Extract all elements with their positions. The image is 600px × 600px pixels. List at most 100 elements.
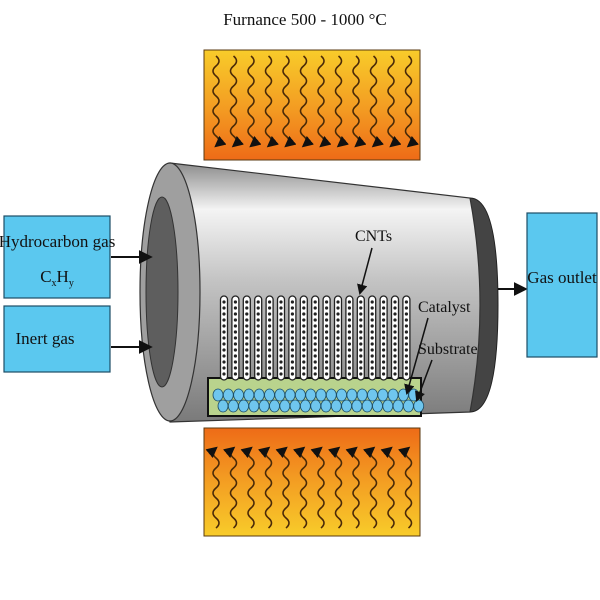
catalyst-particle <box>387 388 399 402</box>
cnt-dot <box>245 354 249 358</box>
catalyst-particle <box>294 388 306 402</box>
cnt-dot <box>382 300 386 304</box>
cnt-dot <box>268 318 272 322</box>
cnt-dot <box>268 348 272 352</box>
cnt-dot <box>268 324 272 328</box>
catalyst-particle <box>299 399 311 413</box>
cnt-dot <box>256 324 260 328</box>
cnt-dot <box>279 348 283 352</box>
heat-wave <box>398 446 413 529</box>
heat-wave <box>328 446 343 529</box>
cnt-dot <box>279 360 283 364</box>
cnt-dot <box>347 342 351 346</box>
catalyst-particle <box>315 388 327 402</box>
cnt-dot <box>313 330 317 334</box>
cnt-dot <box>404 330 408 334</box>
cnt-dot <box>404 342 408 346</box>
cnt-dot <box>370 312 374 316</box>
cnt-dot <box>370 354 374 358</box>
cnt-dot <box>233 372 237 376</box>
cnt-dot <box>325 306 329 310</box>
cnt-dot <box>256 312 260 316</box>
gas-outlet-label: Gas outlet <box>527 268 597 287</box>
cnt-dot <box>336 306 340 310</box>
cnt-dot <box>268 312 272 316</box>
heat-wave <box>369 55 384 148</box>
cnt-dot <box>336 330 340 334</box>
cnt-dot <box>279 366 283 370</box>
cnt-dot <box>290 360 294 364</box>
cnt-dot <box>325 300 329 304</box>
cnt-dot <box>279 324 283 328</box>
catalyst-particle <box>243 388 255 402</box>
top-heater <box>203 49 421 161</box>
cnt-dot <box>233 348 237 352</box>
cnt-dot <box>347 318 351 322</box>
cnt-dot <box>233 330 237 334</box>
cnt-dot <box>336 324 340 328</box>
cnt-dot <box>404 348 408 352</box>
cnt-dot <box>359 354 363 358</box>
catalyst-particle <box>217 399 229 413</box>
cnt-dot <box>382 330 386 334</box>
hydrocarbon-gas-box: Hydrocarbon gas CxHy <box>0 215 115 299</box>
catalyst-label: Catalyst <box>418 299 471 316</box>
cnt-dot <box>256 330 260 334</box>
cnt-dot <box>336 360 340 364</box>
cnt-dot <box>404 324 408 328</box>
catalyst-particle <box>284 388 296 402</box>
cnt-dot <box>233 318 237 322</box>
cnt-dot <box>233 336 237 340</box>
cnt-dot <box>325 372 329 376</box>
cnt-dot <box>370 300 374 304</box>
cnt-dot <box>268 330 272 334</box>
cnt-dot <box>313 312 317 316</box>
heat-wave <box>310 446 325 529</box>
cnt-dot <box>359 336 363 340</box>
cnt-dot <box>347 372 351 376</box>
cnt-dot <box>279 354 283 358</box>
cnt-dot <box>325 318 329 322</box>
cnt-dot <box>290 336 294 340</box>
cnt-dot <box>279 330 283 334</box>
furnace-title: Furnance 500 - 1000 °C <box>223 10 387 29</box>
cnt-dot <box>359 330 363 334</box>
cnt-dot <box>222 324 226 328</box>
cnt-dot <box>256 336 260 340</box>
cnt-dot <box>370 324 374 328</box>
cnt-dot <box>279 342 283 346</box>
cnt-dot <box>382 306 386 310</box>
cnt-dot <box>336 366 340 370</box>
heat-wave <box>247 55 262 148</box>
catalyst-particle <box>351 399 363 413</box>
cnt-dot <box>382 348 386 352</box>
cnt-dot <box>222 366 226 370</box>
catalyst-particle <box>377 388 389 402</box>
cnt-dot <box>290 324 294 328</box>
cnt-dot <box>233 354 237 358</box>
cnts-pointer <box>357 247 373 296</box>
catalyst-particle <box>212 388 224 402</box>
cnt-dot <box>359 312 363 316</box>
cnt-dot <box>347 354 351 358</box>
heat-wave <box>205 446 220 529</box>
cnt-dot <box>302 342 306 346</box>
cnt-dot <box>279 372 283 376</box>
heat-wave <box>387 55 402 148</box>
cnt-dot <box>222 330 226 334</box>
cnt-dot <box>359 300 363 304</box>
heat-wave <box>317 55 332 148</box>
cnt-dot <box>256 372 260 376</box>
cnt-dot <box>325 336 329 340</box>
cnt-dot <box>382 342 386 346</box>
heat-wave <box>299 55 314 148</box>
cnt-dot <box>325 324 329 328</box>
catalyst-particle <box>341 399 353 413</box>
cnt-dot <box>233 366 237 370</box>
cnt-dot <box>313 354 317 358</box>
cnt-dot <box>222 354 226 358</box>
cnt-dot <box>302 336 306 340</box>
cnt-dot <box>256 366 260 370</box>
cnt-dot <box>404 300 408 304</box>
